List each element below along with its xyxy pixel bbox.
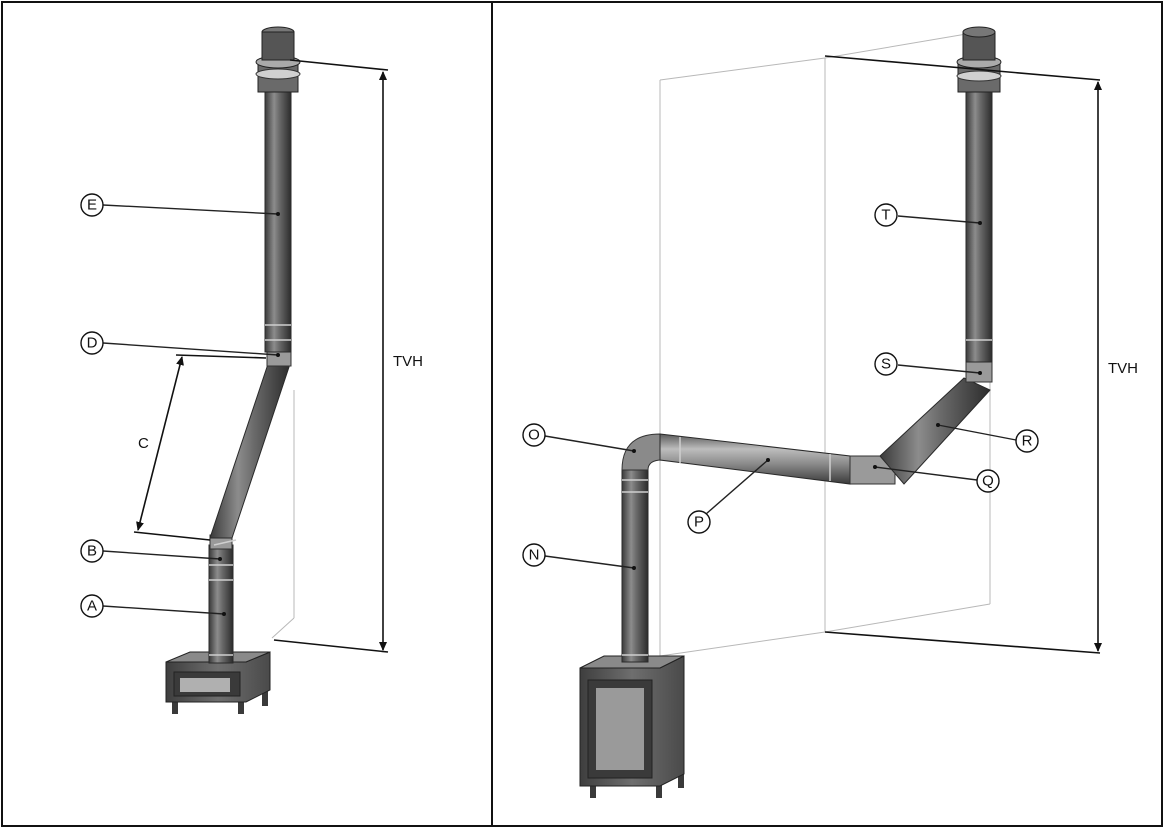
left-panel-frame [1, 1, 493, 827]
left-stove [165, 651, 271, 714]
callout-d: D [80, 331, 280, 357]
callout-e: E [80, 193, 280, 217]
callout-b-label: B [87, 543, 97, 560]
right-tvh-label: TVH [1108, 360, 1138, 377]
callout-a: A [80, 594, 226, 618]
callout-p: P [687, 458, 770, 534]
callout-t-label: T [881, 207, 890, 224]
callout-r-label: R [1022, 433, 1033, 450]
callout-r: R [936, 423, 1039, 453]
right-tvh-dimension: TVH [824, 55, 1138, 654]
left-tvh-dimension: TVH [273, 59, 423, 653]
callout-o-label: O [528, 427, 540, 444]
callout-e-label: E [87, 197, 97, 214]
callout-n-label: N [529, 547, 540, 564]
left-panel: TVH E D C B [80, 26, 423, 714]
callout-n: N [522, 543, 636, 570]
c-offset-dimension [133, 354, 267, 541]
callout-a-label: A [87, 598, 97, 615]
right-wall-outline [659, 29, 991, 657]
callout-c-label: C [138, 435, 149, 452]
callout-p-label: P [694, 514, 704, 531]
right-stove [579, 655, 685, 798]
left-flue-pipe [208, 26, 301, 664]
callout-d-label: D [87, 335, 98, 352]
callout-o: O [522, 423, 636, 453]
right-panel-frame [491, 1, 1163, 827]
callout-q: Q [873, 465, 1000, 493]
callout-q-label: Q [982, 473, 994, 490]
right-panel: TVH T S R Q [522, 26, 1138, 798]
callout-s-label: S [881, 356, 891, 373]
callout-s: S [874, 352, 982, 376]
right-flue-pipe [621, 26, 1002, 663]
callout-t: T [874, 203, 982, 227]
left-wall-outline [271, 390, 295, 639]
left-tvh-label: TVH [393, 353, 423, 370]
callout-b: B [80, 539, 222, 563]
